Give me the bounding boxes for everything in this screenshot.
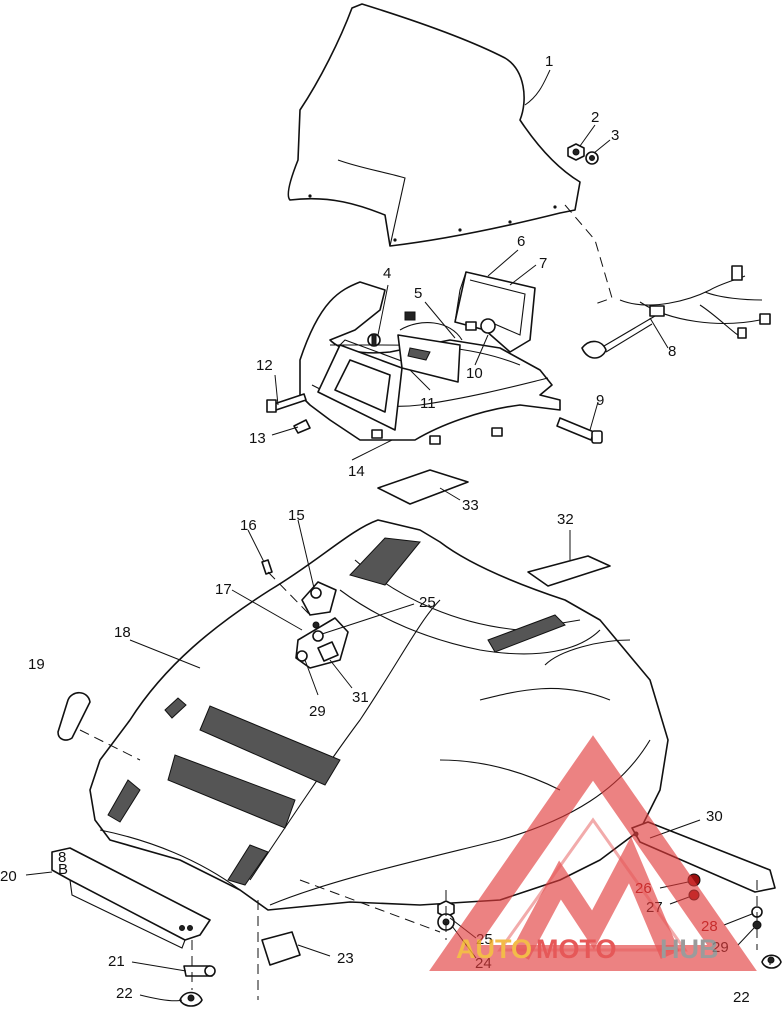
hood-vent-side-left (107, 779, 141, 823)
watermark-text-auto: AUTO (456, 934, 532, 964)
bolt-21 (183, 965, 216, 977)
callout-14: 14 (348, 463, 365, 480)
windshield-washer (585, 151, 599, 165)
hood-vent-center-upper (199, 705, 341, 786)
callout-32: 32 (557, 511, 574, 528)
headlight-lamp (397, 311, 463, 383)
callout-33: 33 (462, 497, 479, 514)
hood-vent-top-left (349, 537, 421, 586)
mount-line-19 (79, 729, 141, 761)
callout-31: 31 (352, 689, 369, 706)
callout-23: 23 (337, 950, 354, 967)
callout-15: 15 (288, 507, 305, 524)
bracket-bolt-left (266, 393, 307, 413)
callout-3: 3 (611, 127, 619, 144)
decal-32 (527, 555, 611, 587)
watermark-zigzag (511, 836, 680, 960)
bracket-screw (367, 333, 381, 347)
callout-2: 2 (591, 109, 599, 126)
hood (89, 519, 669, 911)
callout-30: 30 (706, 808, 723, 825)
callout-18: 18 (114, 624, 131, 641)
callout-29-bracket: 29 (309, 703, 326, 720)
hood-vent-top-right (487, 614, 566, 653)
callout-25-bracket: 25 (419, 594, 436, 611)
mount-line-16 (267, 571, 311, 616)
callout-4: 4 (383, 265, 391, 282)
nut-29-right (752, 920, 762, 930)
plate-mark-top: 8 (58, 849, 66, 866)
decal-19 (57, 691, 91, 741)
windshield-nut (567, 143, 585, 161)
mount-line-hood-center (299, 879, 441, 933)
watermark-triangle (429, 735, 757, 971)
watermark-text-moto: MOTO (536, 934, 617, 964)
headlight-housing (317, 339, 408, 431)
bracket-bolt-right (556, 417, 603, 444)
clip-22-left (179, 991, 203, 1007)
watermark-text-hub: HUB (660, 934, 719, 964)
callout-11: 11 (420, 395, 436, 412)
left-bumper-plate: 8 B (51, 847, 211, 949)
callout-8: 8 (668, 343, 676, 360)
watermark-logo: AUTO MOTO HUB (429, 735, 757, 971)
hood-vent-side-small (164, 697, 187, 719)
decal-33 (377, 469, 469, 505)
hood-latch-bracket (295, 581, 349, 669)
headlight-frame (454, 271, 536, 353)
callout-10: 10 (466, 365, 483, 382)
callout-16: 16 (240, 517, 257, 534)
bracket-screw-left (293, 419, 311, 434)
leader-lines (25, 69, 771, 1002)
callout-12: 12 (256, 357, 273, 374)
callout-20: 20 (0, 868, 17, 885)
hood-vent-center-lower (167, 754, 296, 829)
callout-9: 9 (596, 392, 604, 409)
wiring-harness (581, 265, 771, 359)
decal-23 (261, 931, 301, 966)
callout-7: 7 (539, 255, 547, 272)
bolt-16 (261, 559, 273, 575)
callout-1: 1 (545, 53, 553, 70)
callout-19: 19 (28, 656, 45, 673)
callout-22-right: 22 (733, 989, 750, 1006)
callout-21: 21 (108, 953, 125, 970)
hood-vent-front (227, 844, 269, 886)
plate-mark-bottom: B (58, 861, 68, 878)
windshield (287, 3, 581, 247)
callout-22-left: 22 (116, 985, 133, 1002)
callout-6: 6 (517, 233, 525, 250)
clip-22-right (761, 954, 782, 969)
callout-17: 17 (215, 581, 232, 598)
callout-13: 13 (249, 430, 266, 447)
callout-5: 5 (414, 285, 422, 302)
mount-line (564, 204, 613, 306)
